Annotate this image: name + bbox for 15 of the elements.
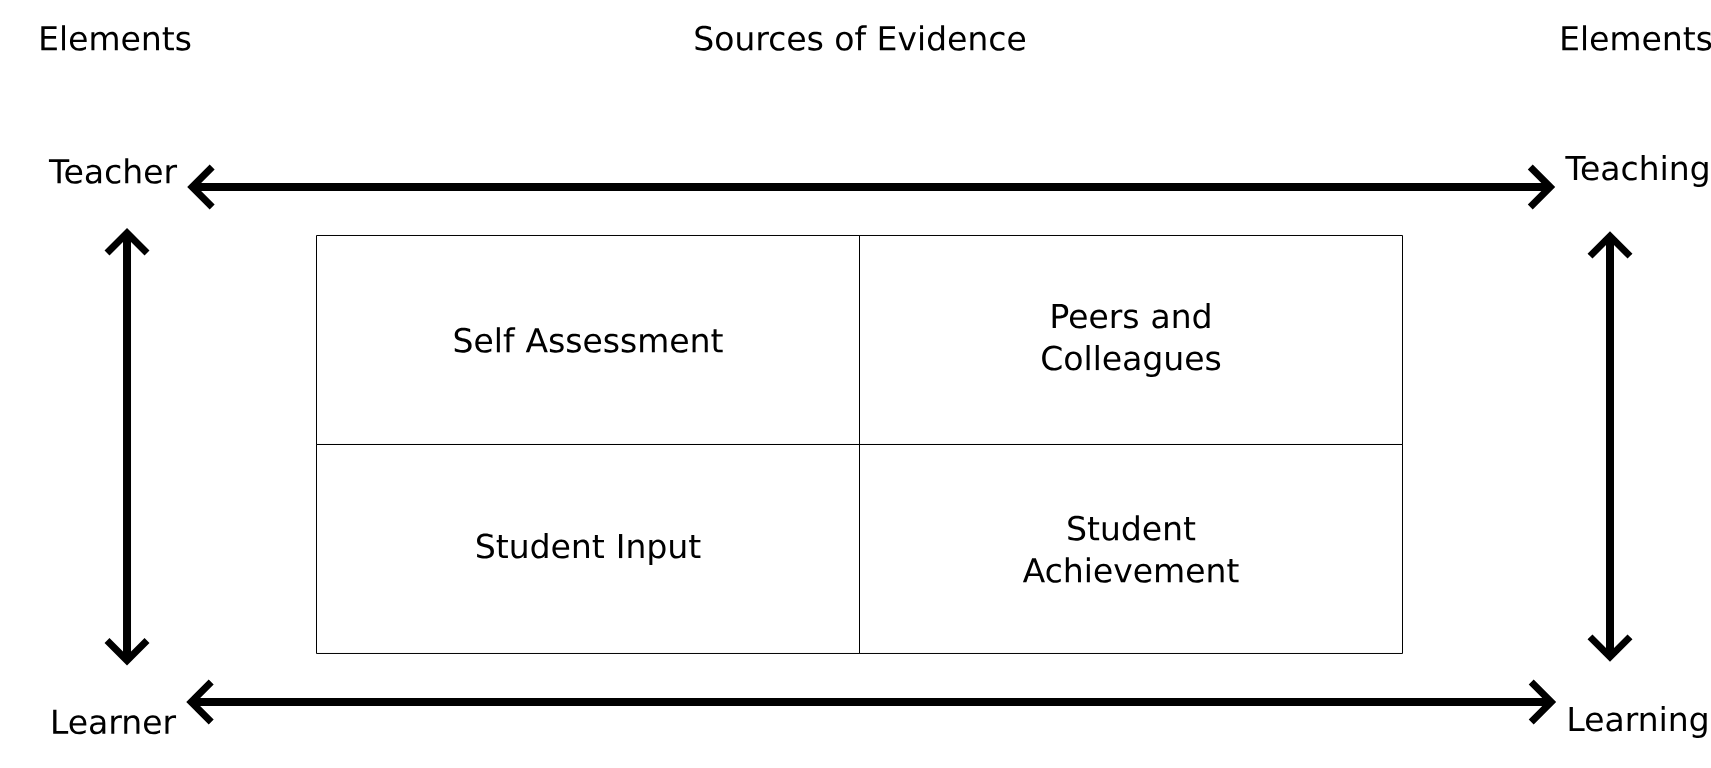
table-cell: Self Assessment xyxy=(316,235,860,445)
heading-label: Sources of Evidence xyxy=(695,25,1025,51)
heading-label: Elements xyxy=(41,25,191,51)
element-label: Teacher xyxy=(48,158,178,184)
element-label: Learner xyxy=(53,709,177,735)
heading-label: Elements xyxy=(1562,25,1711,51)
double-arrow xyxy=(104,227,150,666)
table-cell: Peers and Colleagues xyxy=(859,235,1403,445)
element-label: Teaching xyxy=(1565,155,1708,187)
element-label: Learning xyxy=(1569,706,1707,738)
table-cell: Student Achievement xyxy=(859,444,1403,654)
table-cell: Student Input xyxy=(316,444,860,654)
double-arrow xyxy=(186,679,1557,725)
double-arrow xyxy=(187,164,1556,210)
double-arrow xyxy=(1587,231,1633,662)
